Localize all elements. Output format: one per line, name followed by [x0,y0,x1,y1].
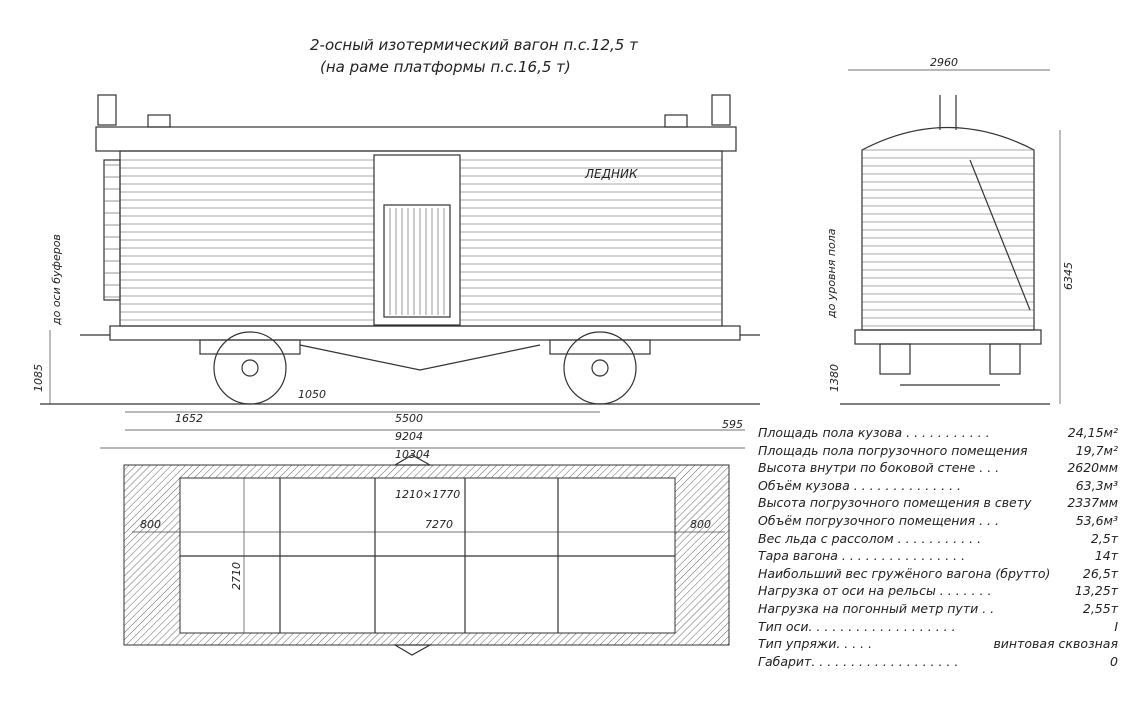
spec-label: Площадь пола кузова . . . . . . . . . . … [758,425,990,440]
dim-wheel-diameter: 1050 [298,388,326,401]
spec-value: 2,55т [1082,600,1118,616]
spec-row: Тип оси. . . . . . . . . . . . . . . . .… [758,618,1118,636]
spec-label: Габарит. . . . . . . . . . . . . . . . .… [758,653,959,669]
spec-row: Объём погрузочного помещения . . . 53,6м³ [758,512,1118,530]
dim-hatch: 1210×1770 [395,488,460,501]
spec-label: Тип оси. . . . . . . . . . . . . . . . .… [758,618,956,634]
spec-value: 26,5т [1082,565,1118,581]
spec-label: Площадь пола погрузочного помещения [758,442,1028,458]
spec-label: Высота внутри по боковой стене . . . [758,460,1000,476]
dim-buffer-height: 1085 [32,364,45,392]
spec-label: Нагрузка от оси на рельсы . . . . . . . [758,583,992,599]
spec-value: 13,25т [1074,583,1118,599]
spec-row: Вес льда с рассолом . . . . . . . . . . … [758,530,1118,548]
end-elevation: 2960 6345 1380 до уровня пола [825,56,1075,405]
spec-row: Площадь пола погрузочного помещения 19,7м… [758,442,1118,460]
dim-wheelbase: 5500 [395,412,423,425]
spec-label: Объём погрузочного помещения . . . [758,512,999,528]
dim-overhang: 1652 [175,412,203,425]
spec-row: Габарит. . . . . . . . . . . . . . . . .… [758,653,1118,671]
spec-label: Высота погрузочного помещения в свету [758,495,1032,511]
spec-value: 0 [1110,653,1118,669]
spec-value: 2,5т [1090,530,1118,546]
dim-height: 6345 [1062,262,1075,290]
spec-row: Высота погрузочного помещения в свету 233… [758,494,1118,512]
plan-view: 1210×1770 800 7270 800 2710 [123,454,730,656]
specifications-table: Площадь пола кузова . . . . . . . . . . … [758,424,1118,670]
spec-value: 2620мм [1067,460,1118,476]
spec-row: Площадь пола кузова . . . . . . . . . . … [758,424,1118,442]
dim-inner-width: 2710 [230,562,243,590]
dim-inner-length: 7270 [425,518,453,531]
spec-label: Вес льда с рассолом . . . . . . . . . . … [758,530,982,546]
spec-value: 24,15м² [1067,425,1118,440]
spec-label: Тара вагона . . . . . . . . . . . . . . … [758,548,966,564]
buffer-axis-note: до оси буферов [50,234,63,326]
side-elevation: ЛЕДНИК 1652 5500 9204 10304 595 1050 108… [32,94,760,461]
dim-frame-length: 9204 [395,430,423,443]
spec-value: I [1114,618,1118,634]
spec-row: Наибольший вес гружёного вагона (брутто)… [758,565,1118,583]
spec-row: Высота внутри по боковой стене . . . 2620… [758,459,1118,477]
dim-floor-height: 1380 [828,364,841,392]
spec-label: Объём кузова . . . . . . . . . . . . . . [758,477,961,493]
dim-width: 2960 [930,56,958,69]
spec-row: Тип упряжи. . . . . винтовая сквозная [758,635,1118,653]
spec-value: 14т [1094,548,1118,564]
spec-value: 2337мм [1067,495,1118,511]
spec-value: 19,7м² [1075,442,1118,458]
title-line2: (на раме платформы п.с.16,5 т) [320,58,571,76]
floor-level-note: до уровня пола [825,228,838,319]
dim-overall-length: 10304 [395,448,430,461]
dim-end-offset: 595 [722,418,743,431]
spec-row: Объём кузова . . . . . . . . . . . . . .… [758,477,1118,495]
spec-row: Тара вагона . . . . . . . . . . . . . . … [758,547,1118,565]
spec-row: Нагрузка на погонный метр пути . . 2,55т [758,600,1118,618]
spec-label: Наибольший вес гружёного вагона (брутто) [758,565,1051,581]
icehouse-label: ЛЕДНИК [584,167,638,181]
spec-value: 63,3м³ [1075,477,1118,493]
dim-right-end: 800 [690,518,711,531]
spec-row: Нагрузка от оси на рельсы . . . . . . . 1… [758,582,1118,600]
spec-value: винтовая сквозная [993,636,1118,652]
title-line1: 2-осный изотермический вагон п.с.12,5 т [310,36,639,54]
spec-label: Нагрузка на погонный метр пути . . [758,600,995,616]
dim-left-end: 800 [140,518,161,531]
spec-value: 53,6м³ [1075,512,1118,528]
spec-label: Тип упряжи. . . . . [758,636,873,652]
